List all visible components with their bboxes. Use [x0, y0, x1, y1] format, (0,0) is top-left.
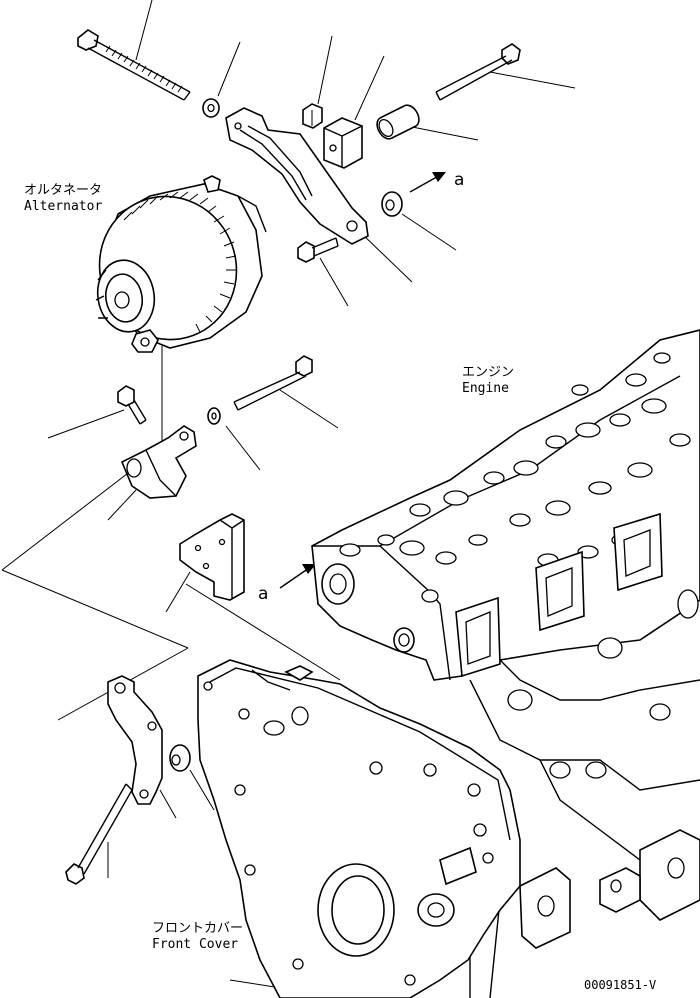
engine-label-jp: エンジン [462, 365, 515, 380]
reference-arrows [279, 172, 446, 589]
long-bolt-middle [233, 355, 313, 411]
adjusting-bracket [225, 107, 369, 245]
long-bolt-lower [65, 783, 133, 885]
engine-label-en: Engine [462, 381, 509, 396]
alternator-label-jp: オルタネータ [24, 183, 103, 198]
sleeve [376, 104, 420, 140]
reference-mark-a-bottom: a [258, 584, 269, 604]
engine-head [311, 329, 700, 681]
drawing-code: 00091851-V [584, 978, 657, 992]
reference-mark-a-top: a [454, 170, 465, 190]
alternator-lower-bracket [120, 425, 197, 499]
block-spacer [323, 117, 363, 169]
nut-top [302, 103, 323, 129]
flange-bolt-upper [297, 237, 339, 263]
alternator-label-en: Alternator [24, 199, 103, 214]
front-cover-label-en: Front Cover [152, 937, 239, 952]
collar-spacer [381, 191, 403, 217]
front-cover [197, 659, 521, 998]
engine-block [469, 659, 700, 998]
front-cover-label-jp: フロントカバー [152, 921, 244, 936]
flange-bolt-lower [117, 385, 147, 425]
washer-middle [207, 407, 221, 425]
alternator [95, 175, 267, 353]
long-bolt-top [77, 29, 191, 101]
lower-spacer [169, 744, 191, 772]
long-bolt-right [435, 43, 521, 101]
washer-top [202, 98, 220, 118]
lower-bracket [107, 675, 163, 805]
mounting-plate [179, 513, 245, 601]
